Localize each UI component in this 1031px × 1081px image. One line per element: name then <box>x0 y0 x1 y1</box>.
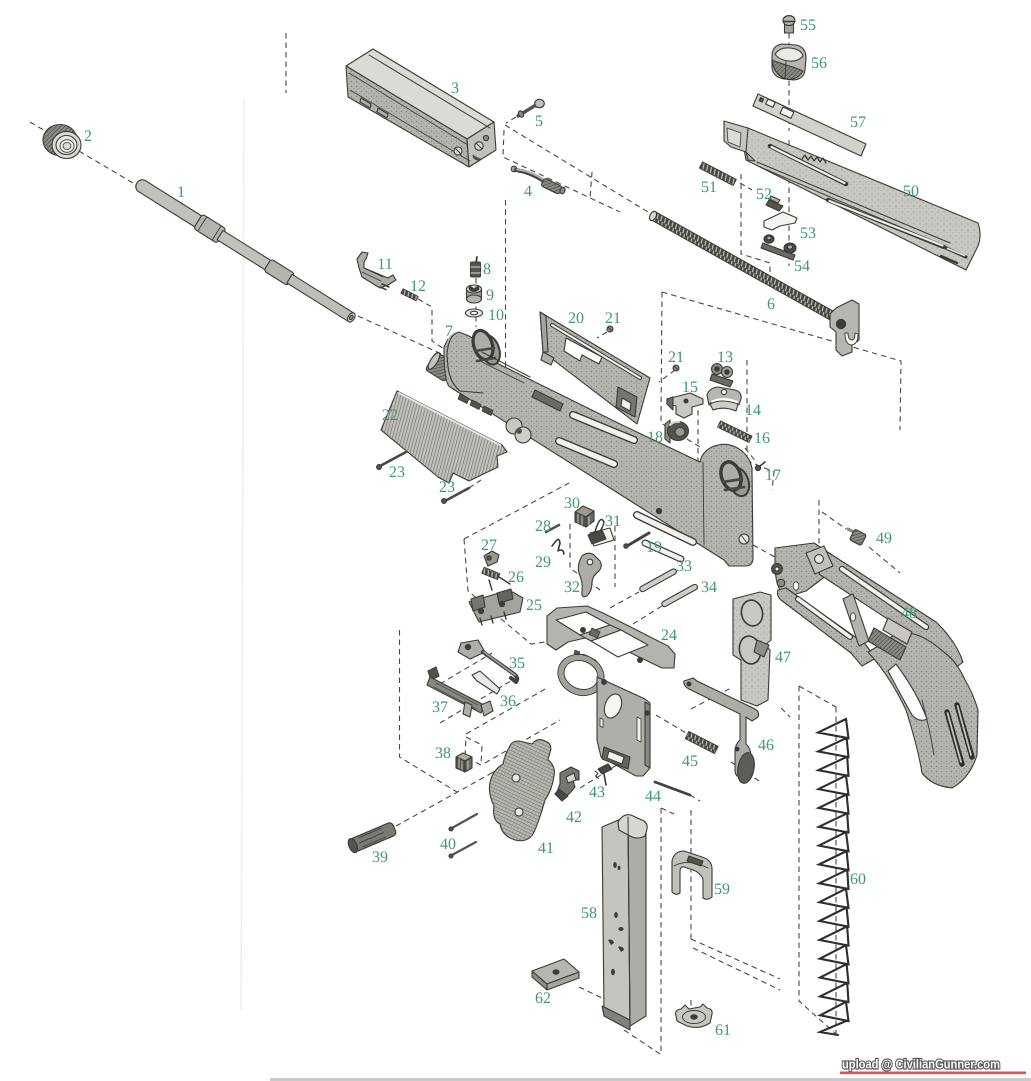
svg-text:23: 23 <box>439 479 455 496</box>
svg-text:5: 5 <box>535 113 543 130</box>
svg-text:44: 44 <box>645 788 661 805</box>
svg-text:58: 58 <box>581 905 597 922</box>
svg-text:57: 57 <box>850 114 866 131</box>
svg-text:10: 10 <box>488 307 504 324</box>
svg-text:upload @ CivilianGunner.com: upload @ CivilianGunner.com <box>842 1058 1000 1072</box>
svg-text:53: 53 <box>800 225 816 242</box>
svg-text:14: 14 <box>745 402 761 419</box>
svg-text:22: 22 <box>382 407 398 424</box>
svg-text:46: 46 <box>758 737 774 754</box>
svg-text:55: 55 <box>800 17 816 34</box>
svg-text:41: 41 <box>538 840 554 857</box>
svg-text:31: 31 <box>605 513 621 530</box>
svg-text:39: 39 <box>372 849 388 866</box>
svg-text:13: 13 <box>717 349 733 366</box>
svg-text:59: 59 <box>714 881 730 898</box>
svg-text:16: 16 <box>754 430 770 447</box>
svg-text:23: 23 <box>389 464 405 481</box>
svg-text:17: 17 <box>765 467 781 484</box>
svg-text:25: 25 <box>526 597 542 614</box>
svg-text:45: 45 <box>682 753 698 770</box>
svg-text:35: 35 <box>509 655 525 672</box>
svg-text:54: 54 <box>794 258 810 275</box>
svg-text:56: 56 <box>811 55 827 72</box>
svg-text:40: 40 <box>440 836 456 853</box>
svg-text:21: 21 <box>605 310 621 327</box>
svg-text:36: 36 <box>500 693 516 710</box>
svg-text:2: 2 <box>84 128 92 145</box>
svg-text:60: 60 <box>850 871 866 888</box>
svg-text:19: 19 <box>646 539 662 556</box>
svg-text:49: 49 <box>876 530 892 547</box>
svg-text:24: 24 <box>661 627 677 644</box>
svg-text:9: 9 <box>486 287 494 304</box>
svg-text:61: 61 <box>715 1022 731 1039</box>
svg-text:15: 15 <box>682 379 698 396</box>
svg-text:52: 52 <box>756 186 772 203</box>
svg-text:43: 43 <box>589 784 605 801</box>
svg-text:6: 6 <box>767 296 775 313</box>
svg-text:7: 7 <box>445 323 453 340</box>
svg-text:50: 50 <box>903 183 919 200</box>
svg-text:3: 3 <box>451 80 459 97</box>
svg-text:26: 26 <box>508 569 524 586</box>
svg-text:20: 20 <box>568 310 584 327</box>
svg-text:30: 30 <box>564 495 580 512</box>
svg-text:32: 32 <box>564 579 580 596</box>
svg-text:1: 1 <box>177 184 185 201</box>
svg-text:4: 4 <box>524 183 532 200</box>
svg-text:51: 51 <box>701 179 717 196</box>
svg-text:42: 42 <box>566 809 582 826</box>
svg-text:48: 48 <box>901 605 917 622</box>
svg-text:33: 33 <box>676 558 692 575</box>
svg-text:28: 28 <box>535 518 551 535</box>
svg-text:62: 62 <box>535 990 551 1007</box>
svg-text:34: 34 <box>701 579 717 596</box>
svg-text:37: 37 <box>432 699 448 716</box>
svg-text:12: 12 <box>410 278 426 295</box>
svg-text:47: 47 <box>775 649 791 666</box>
svg-text:11: 11 <box>377 256 392 273</box>
svg-text:29: 29 <box>535 554 551 571</box>
svg-text:27: 27 <box>481 537 497 554</box>
svg-text:18: 18 <box>647 429 663 446</box>
svg-text:38: 38 <box>435 745 451 762</box>
svg-text:21: 21 <box>668 349 684 366</box>
svg-text:8: 8 <box>483 261 491 278</box>
